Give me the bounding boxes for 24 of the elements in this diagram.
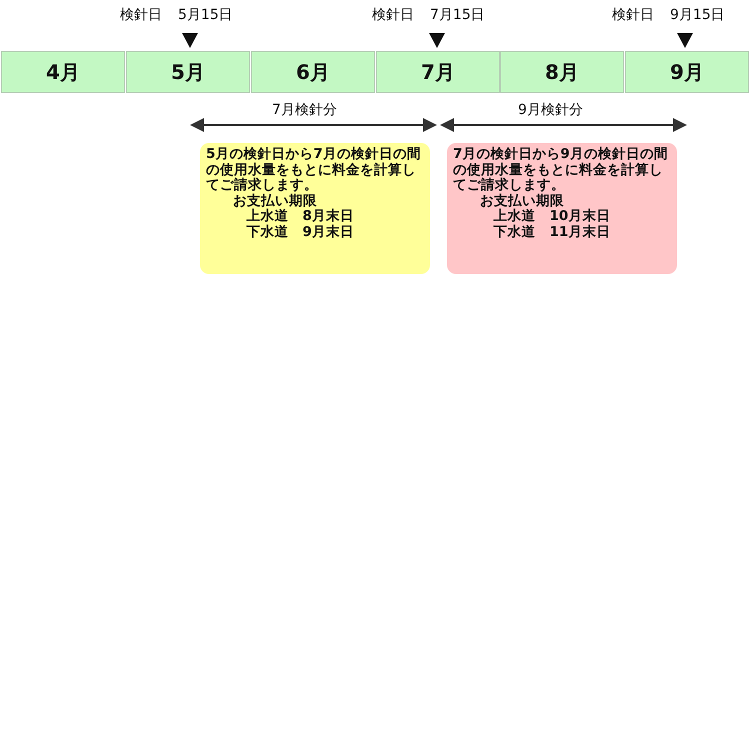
reading-label: 検針日	[120, 6, 162, 24]
month-cell: 5月	[126, 51, 250, 93]
deadline-heading: お支払い期限	[479, 194, 565, 208]
month-cell: 4月	[1, 51, 125, 93]
deadline-text: 上水道 10月末日	[492, 209, 612, 224]
month-cell: 6月	[251, 51, 375, 93]
reading-label: 検針日	[612, 6, 654, 24]
period-label: 7月検針分	[272, 101, 337, 119]
month-cell: 9月	[625, 51, 749, 93]
reading-date: 9月15日	[670, 6, 725, 24]
deadline-text: 下水道 9月末日	[246, 224, 355, 240]
note-card	[200, 143, 430, 274]
reading-date: 7月15日	[430, 6, 485, 24]
reading-label: 検針日	[372, 6, 414, 24]
deadline-text: 下水道 11月末日	[492, 224, 612, 240]
deadline-text: 上水道 8月末日	[246, 209, 355, 224]
reading-date: 5月15日	[178, 6, 233, 24]
period-label: 9月検針分	[518, 101, 583, 119]
description-text: 5月の検針日から7月の検針日の間の使用水量をもとに料金を計算してご請求します。	[206, 147, 422, 194]
note-card	[447, 143, 677, 274]
month-cell: 7月	[376, 51, 500, 93]
deadline-heading: お支払い期限	[232, 194, 318, 208]
month-cell: 8月	[500, 51, 624, 93]
description-text: 7月の検針日から9月の検針日の間の使用水量をもとに料金を計算してご請求します。	[453, 147, 669, 194]
